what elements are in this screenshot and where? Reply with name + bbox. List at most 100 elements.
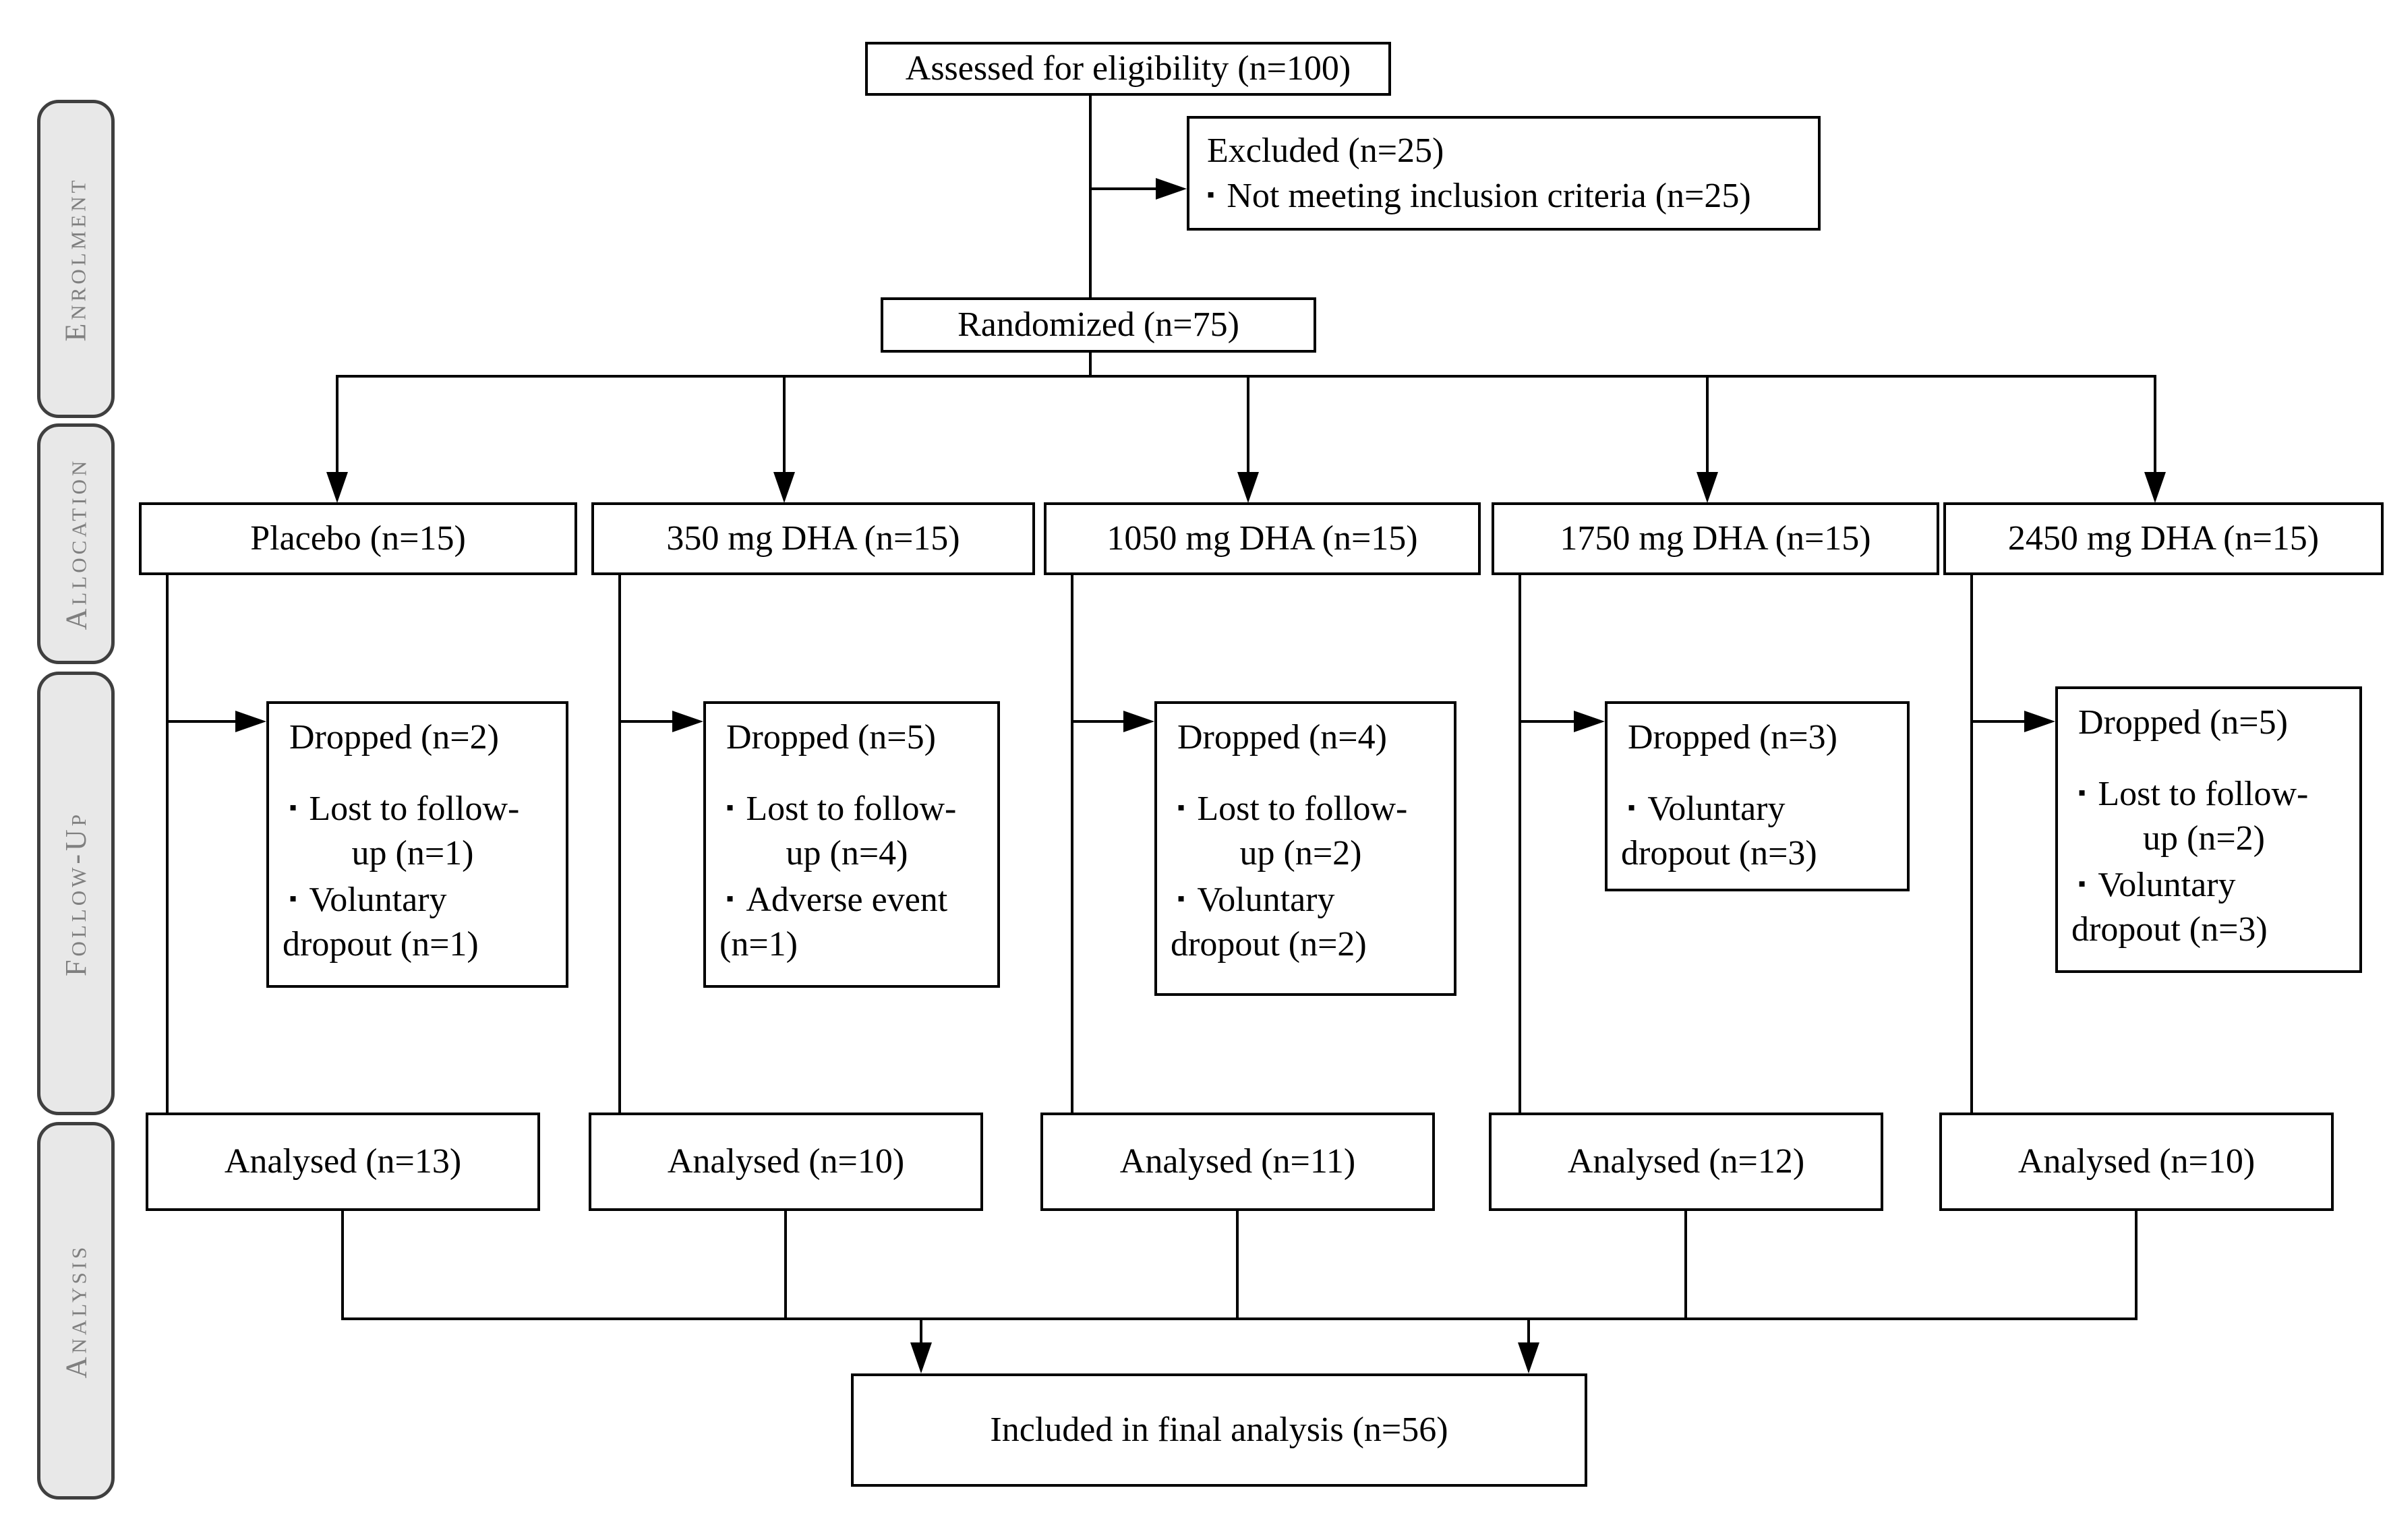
connector-arm-3 <box>1247 375 1249 473</box>
connector-arm-4 <box>1706 375 1709 473</box>
dropped-box-1750mg: Dropped (n=3) ▪Voluntary dropout (n=3) <box>1605 701 1910 891</box>
arrowhead-drop-2 <box>672 711 703 732</box>
analysed-label: Analysed (n=13) <box>224 1142 462 1181</box>
dropped-line: up (n=4) <box>786 834 908 872</box>
dropped-box-2450mg: Dropped (n=5) ▪Lost to follow- up (n=2) … <box>2055 686 2362 973</box>
dropped-line: ▪Lost to follow- <box>2078 775 2309 813</box>
final-connector-left <box>920 1319 922 1343</box>
stage-label-analysis: Analysis <box>37 1122 115 1500</box>
final-analysis-box: Included in final analysis (n=56) <box>851 1373 1587 1487</box>
allocation-label: 1750 mg DHA (n=15) <box>1560 519 1871 558</box>
excluded-title: Excluded (n=25) <box>1207 131 1444 170</box>
dropped-title: Dropped (n=4) <box>1177 718 1387 757</box>
stage-label-analysis-text: Analysis <box>59 1243 93 1378</box>
arrowhead-drop-4 <box>1574 711 1605 732</box>
analysed-label: Analysed (n=11) <box>1119 1142 1356 1181</box>
stage-label-follow-up-text: Follow-Up <box>59 810 93 976</box>
dropped-line: ▪Voluntary <box>2078 866 2236 904</box>
arrowhead-arm-2 <box>773 472 795 503</box>
randomized-label: Randomized (n=75) <box>957 305 1239 344</box>
dropped-line: ▪Voluntary <box>1628 790 1786 828</box>
connector-assessed-randomized <box>1089 96 1092 297</box>
stage-label-allocation-text: Allocation <box>59 457 93 630</box>
bullet-icon: ▪ <box>289 795 297 819</box>
analysed-box-1050mg: Analysed (n=11) <box>1040 1113 1435 1211</box>
allocation-label: 1050 mg DHA (n=15) <box>1107 519 1418 558</box>
analysed-box-placebo: Analysed (n=13) <box>146 1113 540 1211</box>
drop-branch-4 <box>1519 720 1575 723</box>
analysed-exit-2 <box>784 1211 787 1320</box>
dropped-line: ▪Lost to follow- <box>289 790 520 828</box>
final-analysis-label: Included in final analysis (n=56) <box>990 1411 1448 1449</box>
stage-label-follow-up: Follow-Up <box>37 672 115 1115</box>
final-connector-right <box>1527 1319 1530 1343</box>
stage-label-enrolment-text: Enrolment <box>59 176 92 342</box>
connector-arm-5 <box>2154 375 2156 473</box>
allocation-label: Placebo (n=15) <box>250 519 466 558</box>
collector-line <box>341 1317 2138 1320</box>
dropped-box-placebo: Dropped (n=2) ▪Lost to follow- up (n=1) … <box>266 701 568 988</box>
splitter-line <box>336 375 2156 378</box>
bullet-icon: ▪ <box>1628 795 1636 819</box>
dropped-box-350mg: Dropped (n=5) ▪Lost to follow- up (n=4) … <box>703 701 1000 988</box>
bullet-icon: ▪ <box>726 795 734 819</box>
allocation-box-350mg: 350 mg DHA (n=15) <box>591 502 1035 575</box>
dropped-title: Dropped (n=3) <box>1628 718 1837 757</box>
arrowhead-drop-5 <box>2024 711 2055 732</box>
bullet-icon: ▪ <box>2078 871 2086 895</box>
dropped-line: dropout (n=1) <box>283 925 479 964</box>
analysed-label: Analysed (n=12) <box>1567 1142 1805 1181</box>
analysed-exit-4 <box>1684 1211 1687 1320</box>
analysed-box-1750mg: Analysed (n=12) <box>1489 1113 1883 1211</box>
dropped-title: Dropped (n=5) <box>2078 703 2288 742</box>
dropped-line: ▪Lost to follow- <box>1177 790 1408 828</box>
dropped-line: up (n=2) <box>2143 819 2265 858</box>
allocation-box-1050mg: 1050 mg DHA (n=15) <box>1044 502 1481 575</box>
dropped-line: ▪Voluntary <box>289 881 447 919</box>
dropped-line: up (n=2) <box>1239 834 1362 872</box>
allocation-box-placebo: Placebo (n=15) <box>139 502 577 575</box>
analysed-box-350mg: Analysed (n=10) <box>589 1113 983 1211</box>
dropped-line: (n=1) <box>719 925 798 964</box>
allocation-label: 350 mg DHA (n=15) <box>666 519 960 558</box>
connector-arm-1 <box>336 375 338 473</box>
bullet-icon: ▪ <box>1207 182 1215 206</box>
drop-branch-5 <box>1970 720 2026 723</box>
drop-branch-1 <box>166 720 237 723</box>
assessed-label: Assessed for eligibility (n=100) <box>905 49 1351 88</box>
arrowhead-excluded <box>1156 178 1187 200</box>
connector-excluded-branch <box>1089 187 1156 190</box>
spine-3 <box>1071 574 1073 1114</box>
arrowhead-arm-4 <box>1697 472 1718 503</box>
dropped-line: dropout (n=3) <box>1621 834 1817 872</box>
excluded-box: Excluded (n=25) ▪Not meeting inclusion c… <box>1187 116 1821 231</box>
allocation-box-1750mg: 1750 mg DHA (n=15) <box>1492 502 1939 575</box>
dropped-line: ▪Voluntary <box>1177 881 1335 919</box>
dropped-title: Dropped (n=2) <box>289 718 499 757</box>
allocation-label: 2450 mg DHA (n=15) <box>2007 519 2320 558</box>
arrowhead-arm-1 <box>326 472 348 503</box>
analysed-exit-1 <box>341 1211 344 1320</box>
bullet-icon: ▪ <box>726 886 734 910</box>
dropped-line: dropout (n=3) <box>2071 910 2268 949</box>
dropped-line: ▪Adverse event <box>726 881 948 919</box>
excluded-reason-line: ▪Not meeting inclusion criteria (n=25) <box>1207 173 1811 218</box>
drop-branch-2 <box>618 720 674 723</box>
connector-randomized-splitter <box>1089 353 1092 376</box>
analysed-exit-5 <box>2135 1211 2138 1320</box>
allocation-box-2450mg: 2450 mg DHA (n=15) <box>1943 502 2384 575</box>
bullet-icon: ▪ <box>1177 886 1185 910</box>
dropped-line: ▪Lost to follow- <box>726 790 957 828</box>
spine-1 <box>166 574 169 1114</box>
spine-5 <box>1970 574 1973 1114</box>
arrowhead-drop-3 <box>1123 711 1154 732</box>
spine-2 <box>618 574 621 1114</box>
dropped-line: up (n=1) <box>351 834 474 872</box>
arrowhead-final-left <box>910 1342 932 1373</box>
spine-4 <box>1519 574 1521 1114</box>
dropped-box-1050mg: Dropped (n=4) ▪Lost to follow- up (n=2) … <box>1154 701 1456 996</box>
bullet-icon: ▪ <box>289 886 297 910</box>
analysed-label: Analysed (n=10) <box>2017 1142 2256 1181</box>
dropped-title: Dropped (n=5) <box>726 718 936 757</box>
